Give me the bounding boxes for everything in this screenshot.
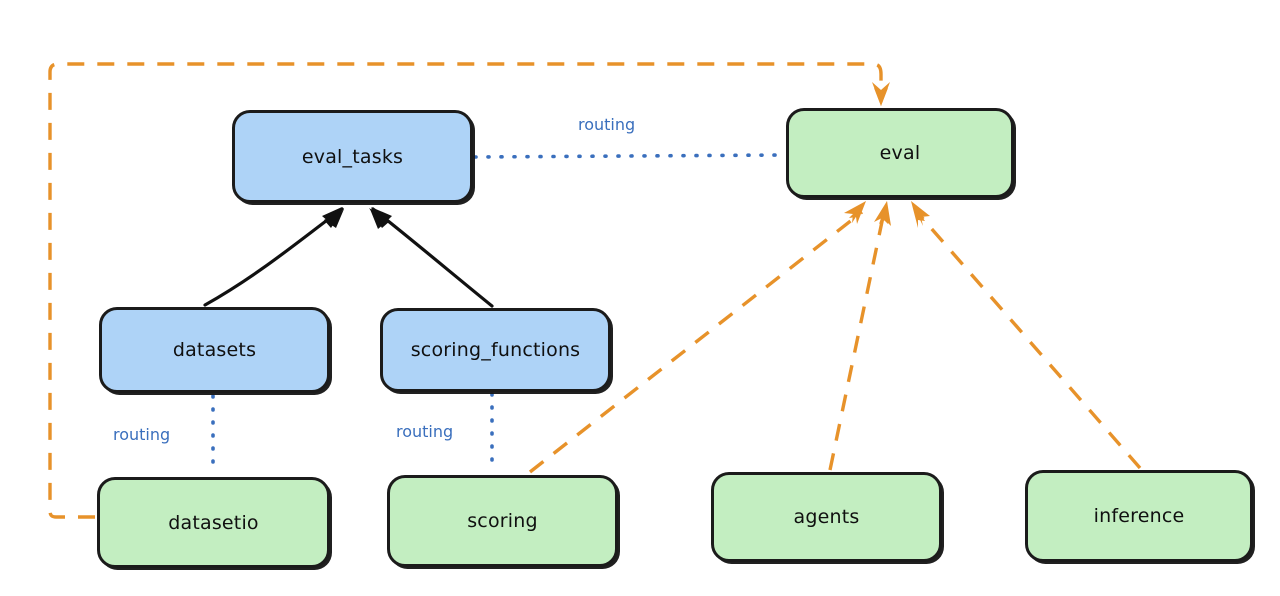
edge-inference-to-eval <box>911 201 1142 470</box>
node-agents-label: agents <box>793 506 860 528</box>
edge-eval_tasks-to-eval <box>473 153 786 159</box>
node-eval-tasks-label: eval_tasks <box>301 145 404 168</box>
node-eval-label: eval <box>879 142 921 164</box>
node-datasets-label: datasets <box>172 339 257 361</box>
node-inference[interactable]: inference <box>1025 470 1253 562</box>
node-eval[interactable]: eval <box>786 108 1014 198</box>
node-scoring[interactable]: scoring <box>387 475 618 567</box>
edge-agents-to-eval <box>828 201 891 471</box>
node-datasetio[interactable]: datasetio <box>97 477 330 568</box>
node-scoring-label: scoring <box>467 510 538 532</box>
edge-datasets-to-eval_tasks <box>203 207 344 307</box>
node-inference-label: inference <box>1093 505 1185 527</box>
node-datasets[interactable]: datasets <box>99 307 330 393</box>
node-scoring-functions-label: scoring_functions <box>410 339 581 361</box>
node-datasetio-label: datasetio <box>168 511 259 534</box>
node-agents[interactable]: agents <box>711 472 942 562</box>
edge-label-routing-eval: routing <box>578 115 636 134</box>
edge-label-routing-scoring: routing <box>396 422 454 441</box>
node-scoring-functions[interactable]: scoring_functions <box>380 308 611 392</box>
edge-label-routing-datasetio: routing <box>113 425 171 444</box>
node-eval-tasks[interactable]: eval_tasks <box>232 110 473 203</box>
edge-scoring_functions-to-eval_tasks <box>369 207 494 308</box>
